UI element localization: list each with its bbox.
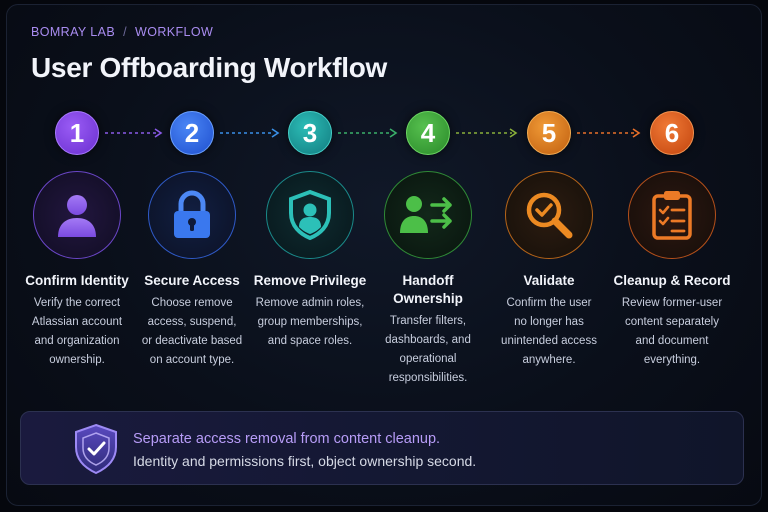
callout-subtitle: Identity and permissions first, object o…	[133, 453, 477, 469]
arrow-right-icon	[338, 128, 398, 138]
step-title: Validate	[523, 273, 575, 288]
shield-user-icon	[289, 189, 331, 241]
step-title: Cleanup & Record	[613, 273, 731, 288]
step-number-badge: 1	[55, 111, 99, 155]
step-number-badge: 5	[527, 111, 571, 155]
magnifier-check-icon	[526, 192, 573, 239]
step-number-badge: 3	[288, 111, 332, 155]
breadcrumb-org[interactable]: BOMRAY LAB	[31, 25, 116, 39]
callout-title: Separate access removal from content cle…	[133, 431, 441, 447]
callout-banner: Separate access removal from content cle…	[20, 411, 744, 485]
arrow-right-icon	[220, 128, 280, 138]
breadcrumb-section[interactable]: WORKFLOW	[135, 25, 214, 39]
step-number-badge: 4	[406, 111, 450, 155]
step-icon-circle	[384, 171, 472, 259]
arrow-right-icon	[577, 128, 641, 138]
step-title: Remove Privilege	[253, 273, 367, 288]
step-icon-circle	[505, 171, 593, 259]
arrow-right-icon	[105, 128, 163, 138]
step-icon-circle	[148, 171, 236, 259]
step-icon-circle	[33, 171, 121, 259]
shield-check-icon	[75, 423, 117, 475]
step-title: Secure Access	[144, 273, 240, 288]
step-icon-circle	[628, 171, 716, 259]
clipboard-checklist-icon	[652, 191, 692, 240]
padlock-icon	[174, 190, 210, 238]
user-icon	[58, 195, 96, 237]
step-description: Remove admin roles,group memberships,and…	[255, 297, 365, 347]
user-transfer-icon	[400, 196, 452, 233]
step-number-badge: 6	[650, 111, 694, 155]
breadcrumb-separator: /	[123, 25, 127, 39]
step-icon-circle	[266, 171, 354, 259]
breadcrumb: BOMRAY LAB / WORKFLOW	[31, 25, 213, 39]
arrow-right-icon	[456, 128, 518, 138]
step-title: Confirm Identity	[25, 273, 129, 288]
step-number-badge: 2	[170, 111, 214, 155]
page-title: User Offboarding Workflow	[31, 52, 387, 83]
